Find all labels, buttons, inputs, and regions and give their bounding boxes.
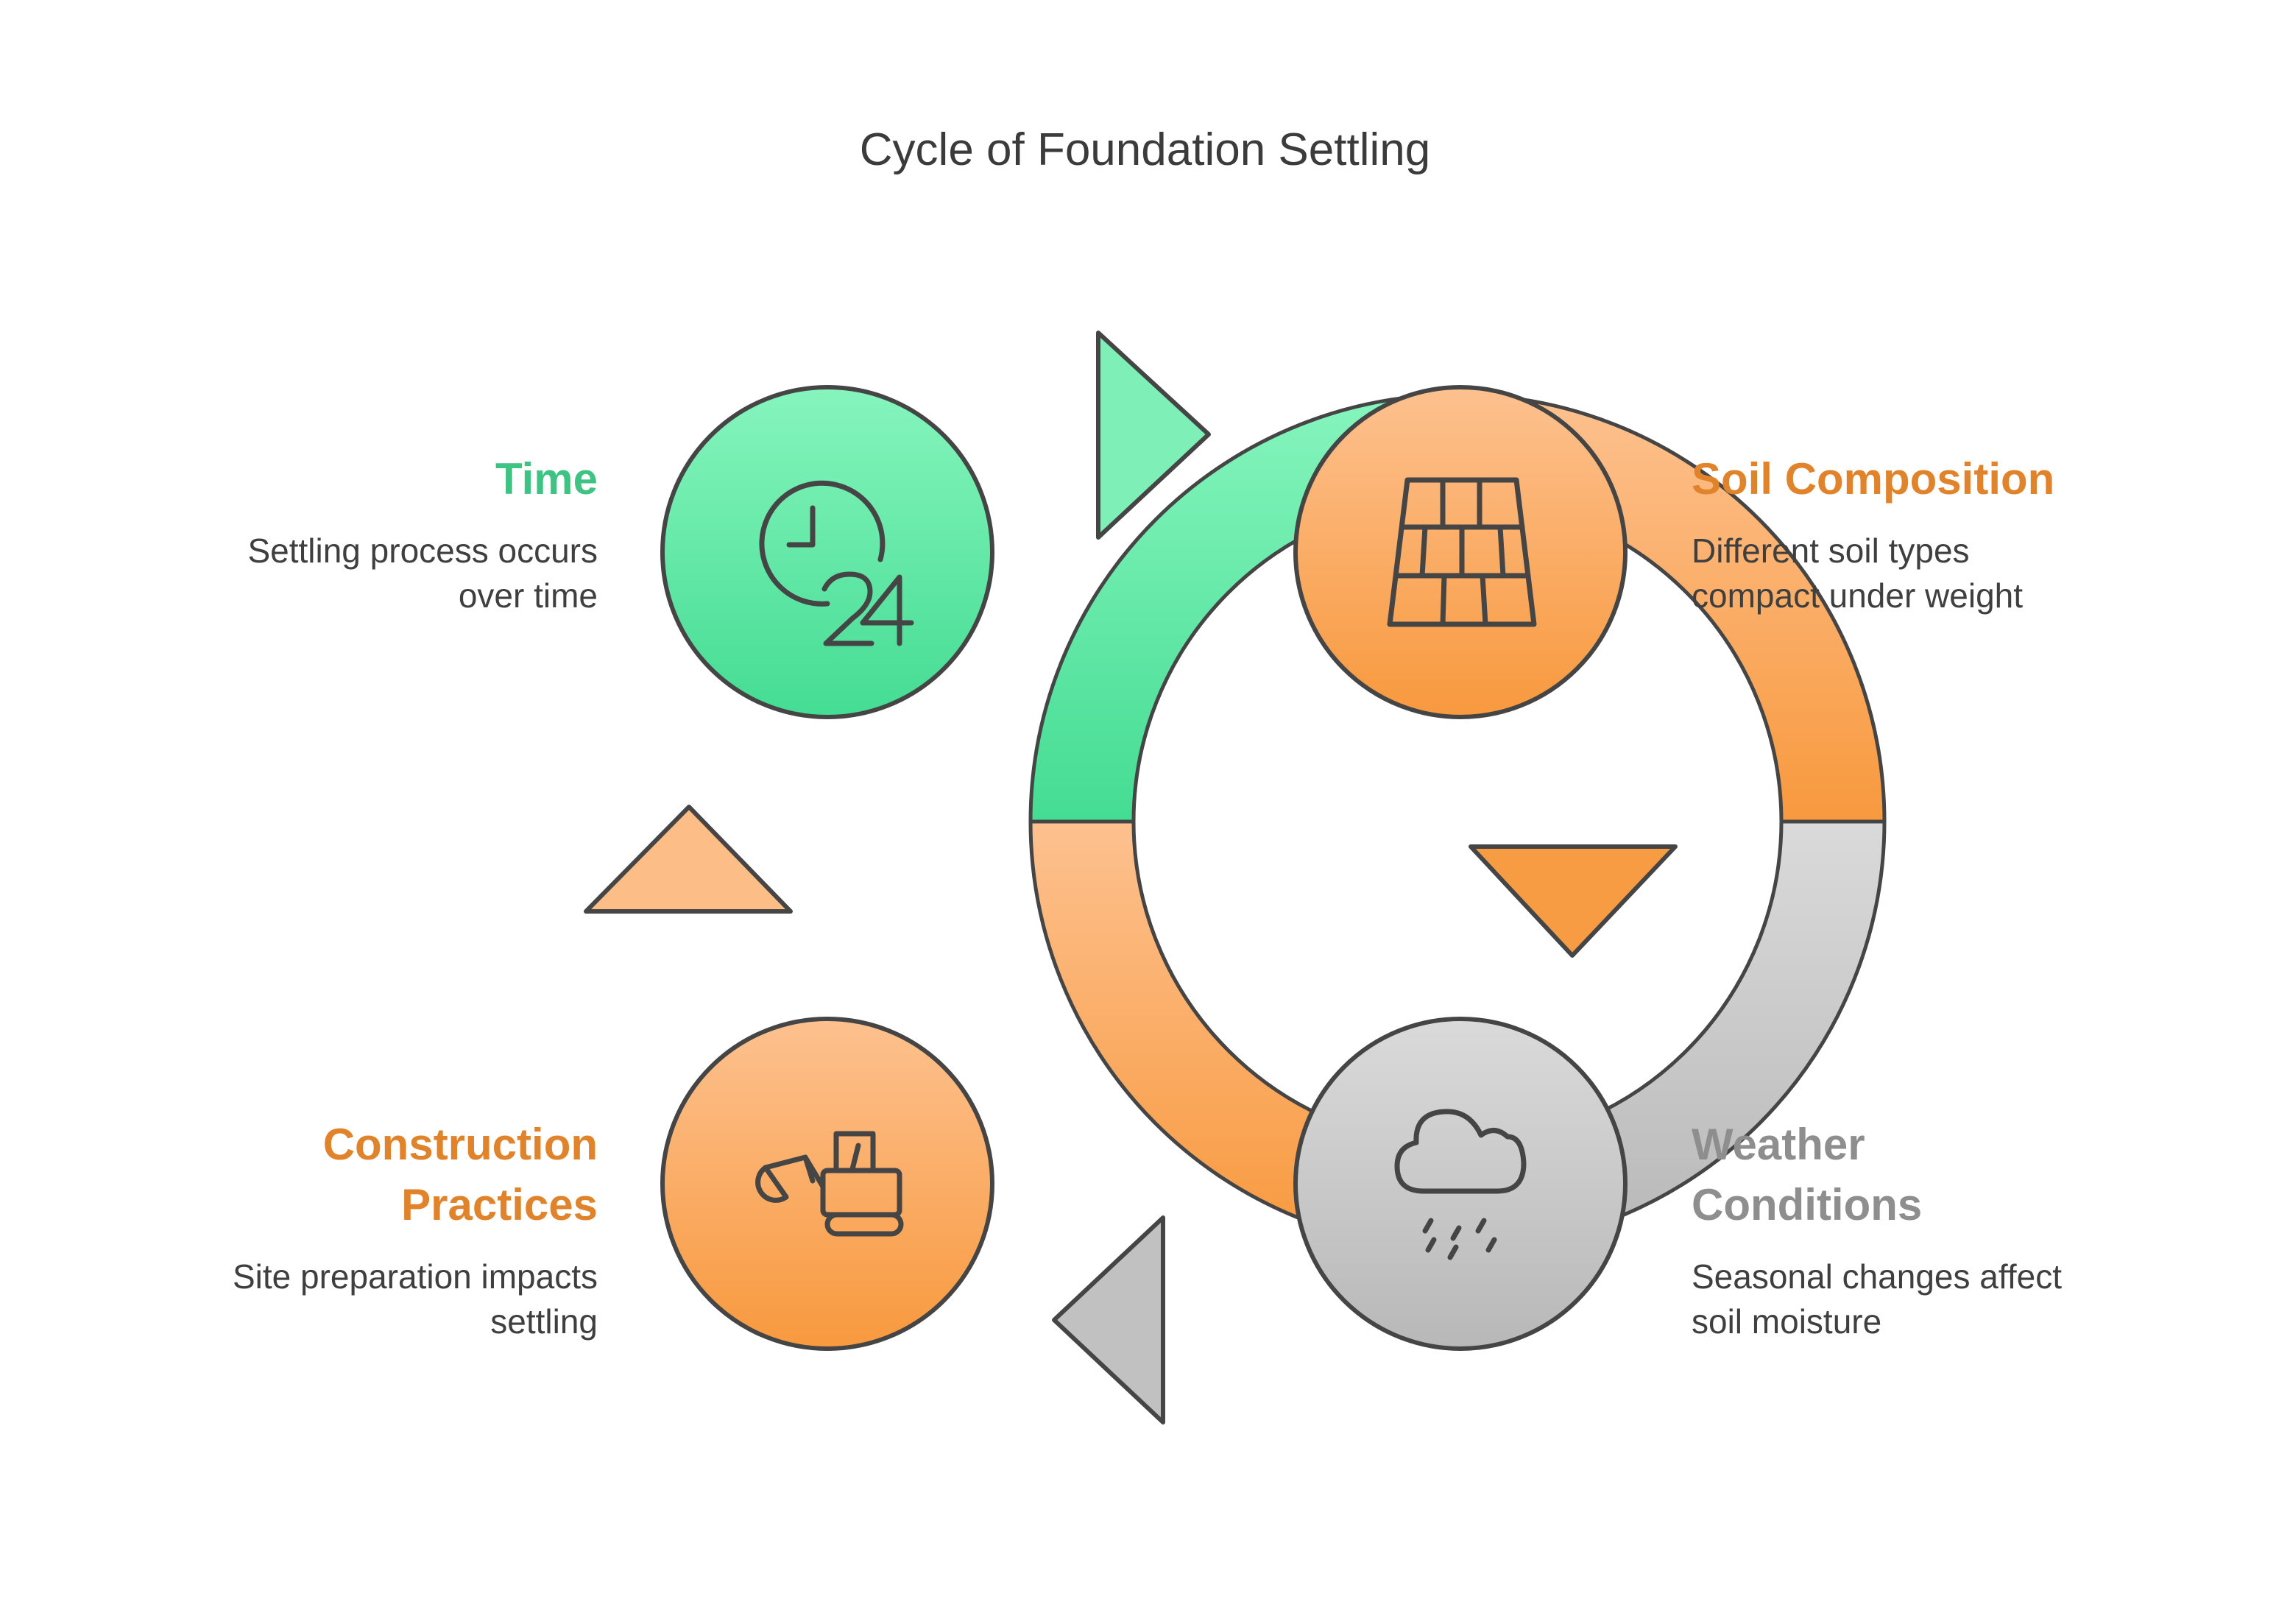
arrowhead-left: [584, 805, 793, 914]
description-line: Seasonal changes affect: [1692, 1257, 2062, 1296]
clock-24-icon: [759, 480, 914, 646]
step-time-label: Time Settling process occurs over time: [141, 449, 598, 618]
heading-line: Construction: [322, 1120, 598, 1169]
step-time-heading: Time: [495, 454, 598, 504]
description-line: Settling process occurs: [247, 532, 598, 570]
diagram-title: Cycle of Foundation Settling: [859, 124, 1431, 175]
step-time-description: Settling process occurs over time: [141, 529, 598, 618]
arrowhead-right: [1469, 844, 1678, 958]
node-circle-weather: [1293, 1017, 1628, 1351]
step-construction-label: Construction Practices Site preparation …: [141, 1115, 598, 1344]
brick-wall-icon: [1387, 477, 1537, 627]
description-line: settling: [490, 1302, 598, 1341]
description-line: soil moisture: [1692, 1302, 1882, 1341]
node-circle-construction: [660, 1017, 994, 1351]
description-line: over time: [458, 576, 598, 615]
step-soil-label: Soil Composition Different soil types co…: [1692, 449, 2148, 618]
description-line: compact under weight: [1692, 576, 2024, 615]
description-line: Different soil types: [1692, 532, 1970, 570]
arrowhead-top: [1096, 331, 1211, 540]
node-circle-time: [660, 385, 994, 719]
excavator-icon: [755, 1131, 904, 1237]
step-weather-heading: Weather Conditions: [1692, 1115, 2148, 1235]
heading-line: Weather: [1692, 1120, 1865, 1169]
step-weather-label: Weather Conditions Seasonal changes affe…: [1692, 1115, 2148, 1344]
step-soil-heading: Soil Composition: [1692, 454, 2055, 504]
description-line: Site preparation impacts: [232, 1257, 598, 1296]
arrowhead-bottom: [1052, 1215, 1165, 1424]
step-construction-heading: Construction Practices: [141, 1115, 598, 1235]
step-soil-description: Different soil types compact under weigh…: [1692, 529, 2148, 618]
cloud-rain-icon: [1394, 1109, 1527, 1260]
step-weather-description: Seasonal changes affect soil moisture: [1692, 1254, 2148, 1344]
heading-line: Practices: [401, 1180, 598, 1229]
heading-line: Conditions: [1692, 1180, 1923, 1229]
step-construction-description: Site preparation impacts settling: [141, 1254, 598, 1344]
